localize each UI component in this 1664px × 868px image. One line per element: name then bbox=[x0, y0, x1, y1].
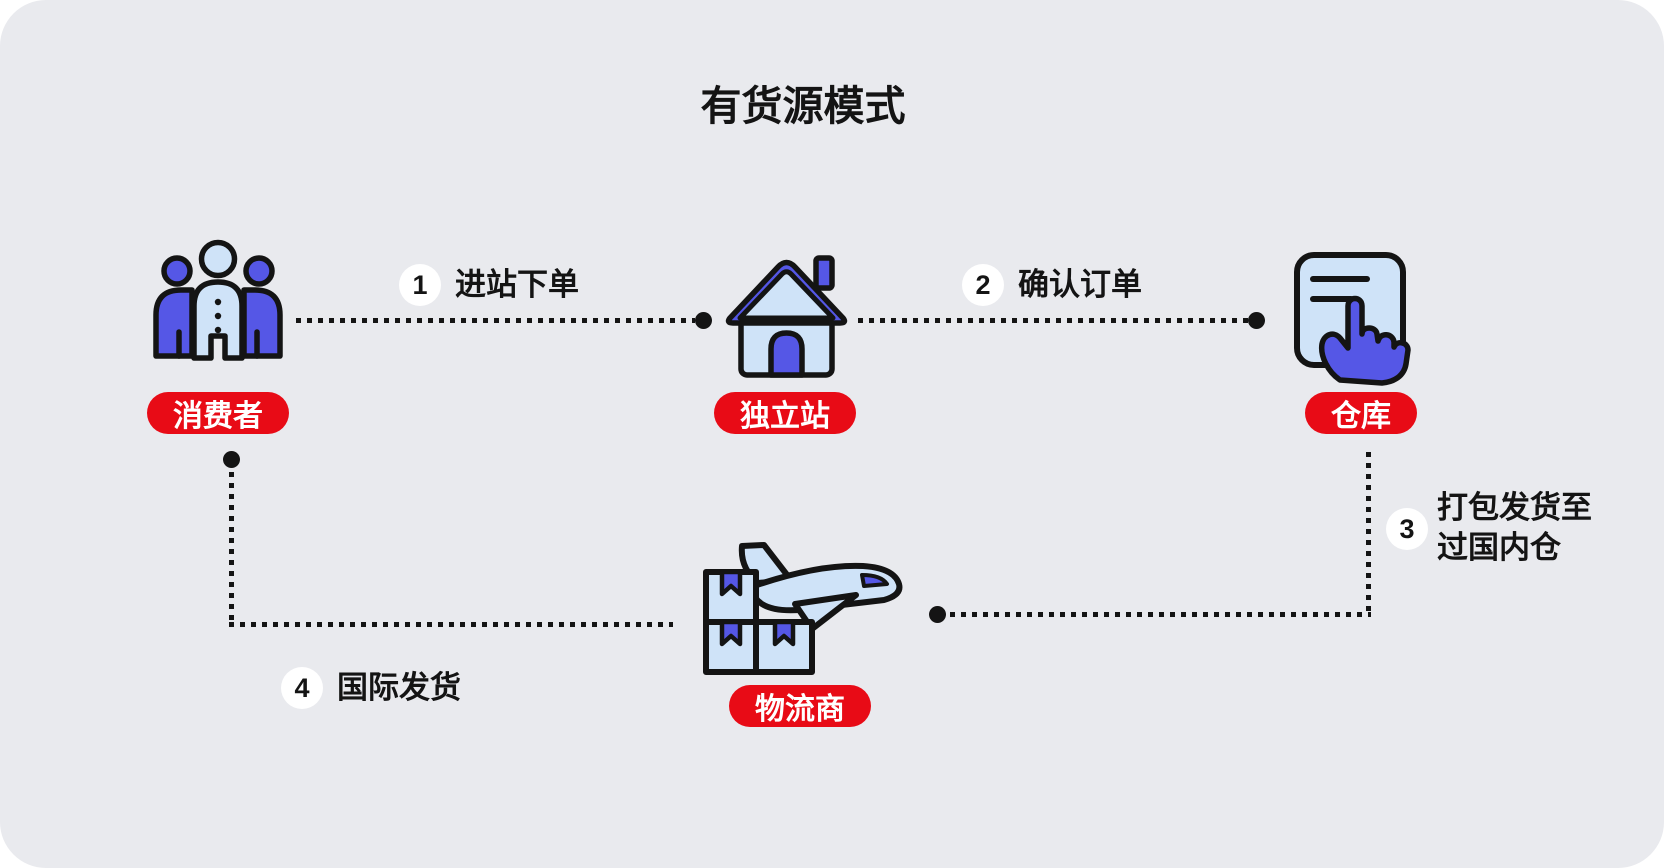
airplane-boxes-icon bbox=[703, 542, 903, 675]
house-icon bbox=[725, 255, 848, 378]
connector-step4-start-dot bbox=[223, 451, 240, 468]
connector-step4-horizontal bbox=[229, 622, 673, 627]
connector-step3-vertical bbox=[1366, 452, 1371, 617]
step4-label: 国际发货 bbox=[337, 670, 461, 705]
connector-step4-vertical bbox=[229, 472, 234, 622]
connector-step2-endpoint-dot bbox=[1248, 312, 1265, 329]
step3-number-badge: 3 bbox=[1386, 508, 1428, 550]
connector-step3-horizontal bbox=[950, 612, 1371, 617]
connector-step1-endpoint-dot bbox=[695, 312, 712, 329]
node-label-consumer: 消费者 bbox=[147, 392, 289, 434]
document-tap-icon bbox=[1294, 252, 1411, 386]
step4-number-badge: 4 bbox=[281, 667, 323, 709]
page-title: 有货源模式 bbox=[700, 83, 906, 129]
step3-label-line1: 打包发货至 bbox=[1437, 490, 1592, 525]
connector-step2 bbox=[858, 318, 1248, 323]
node-label-store: 独立站 bbox=[714, 392, 856, 434]
step3-label-line2: 过国内仓 bbox=[1437, 530, 1561, 565]
node-label-warehouse: 仓库 bbox=[1305, 392, 1417, 434]
step1-number-badge: 1 bbox=[399, 264, 441, 306]
step1-label: 进站下单 bbox=[455, 267, 579, 302]
connector-step3-endpoint-dot bbox=[929, 606, 946, 623]
step2-label: 确认订单 bbox=[1018, 267, 1142, 302]
people-group-icon bbox=[153, 239, 283, 361]
connector-step1 bbox=[296, 318, 695, 323]
step3-label: 打包发货至 过国内仓 bbox=[1437, 488, 1592, 568]
step2-number-badge: 2 bbox=[962, 264, 1004, 306]
node-label-logistics: 物流商 bbox=[729, 685, 871, 727]
